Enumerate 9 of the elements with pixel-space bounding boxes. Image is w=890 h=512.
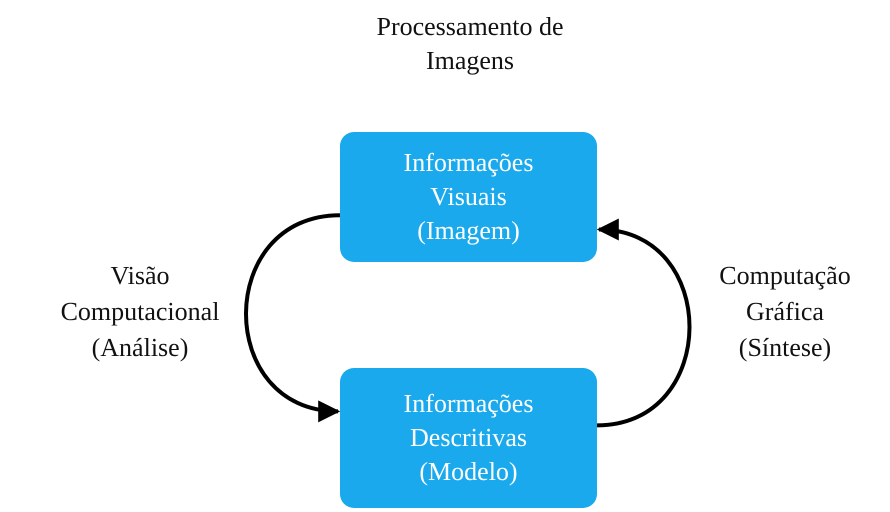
curved-arrow [596,221,692,428]
diagram-title: Processamento de Imagens [375,11,564,77]
process-box [340,368,597,508]
box-text: Informações Visuais (Imagem) [402,147,534,247]
edge-label: Computação Gráfica (Síntese) [718,260,852,364]
process-box [340,132,597,262]
edge-label: Visão Computacional (Análise) [60,260,220,364]
box-text: Informações Descritivas (Modelo) [402,388,534,488]
curved-arrow [244,213,340,420]
